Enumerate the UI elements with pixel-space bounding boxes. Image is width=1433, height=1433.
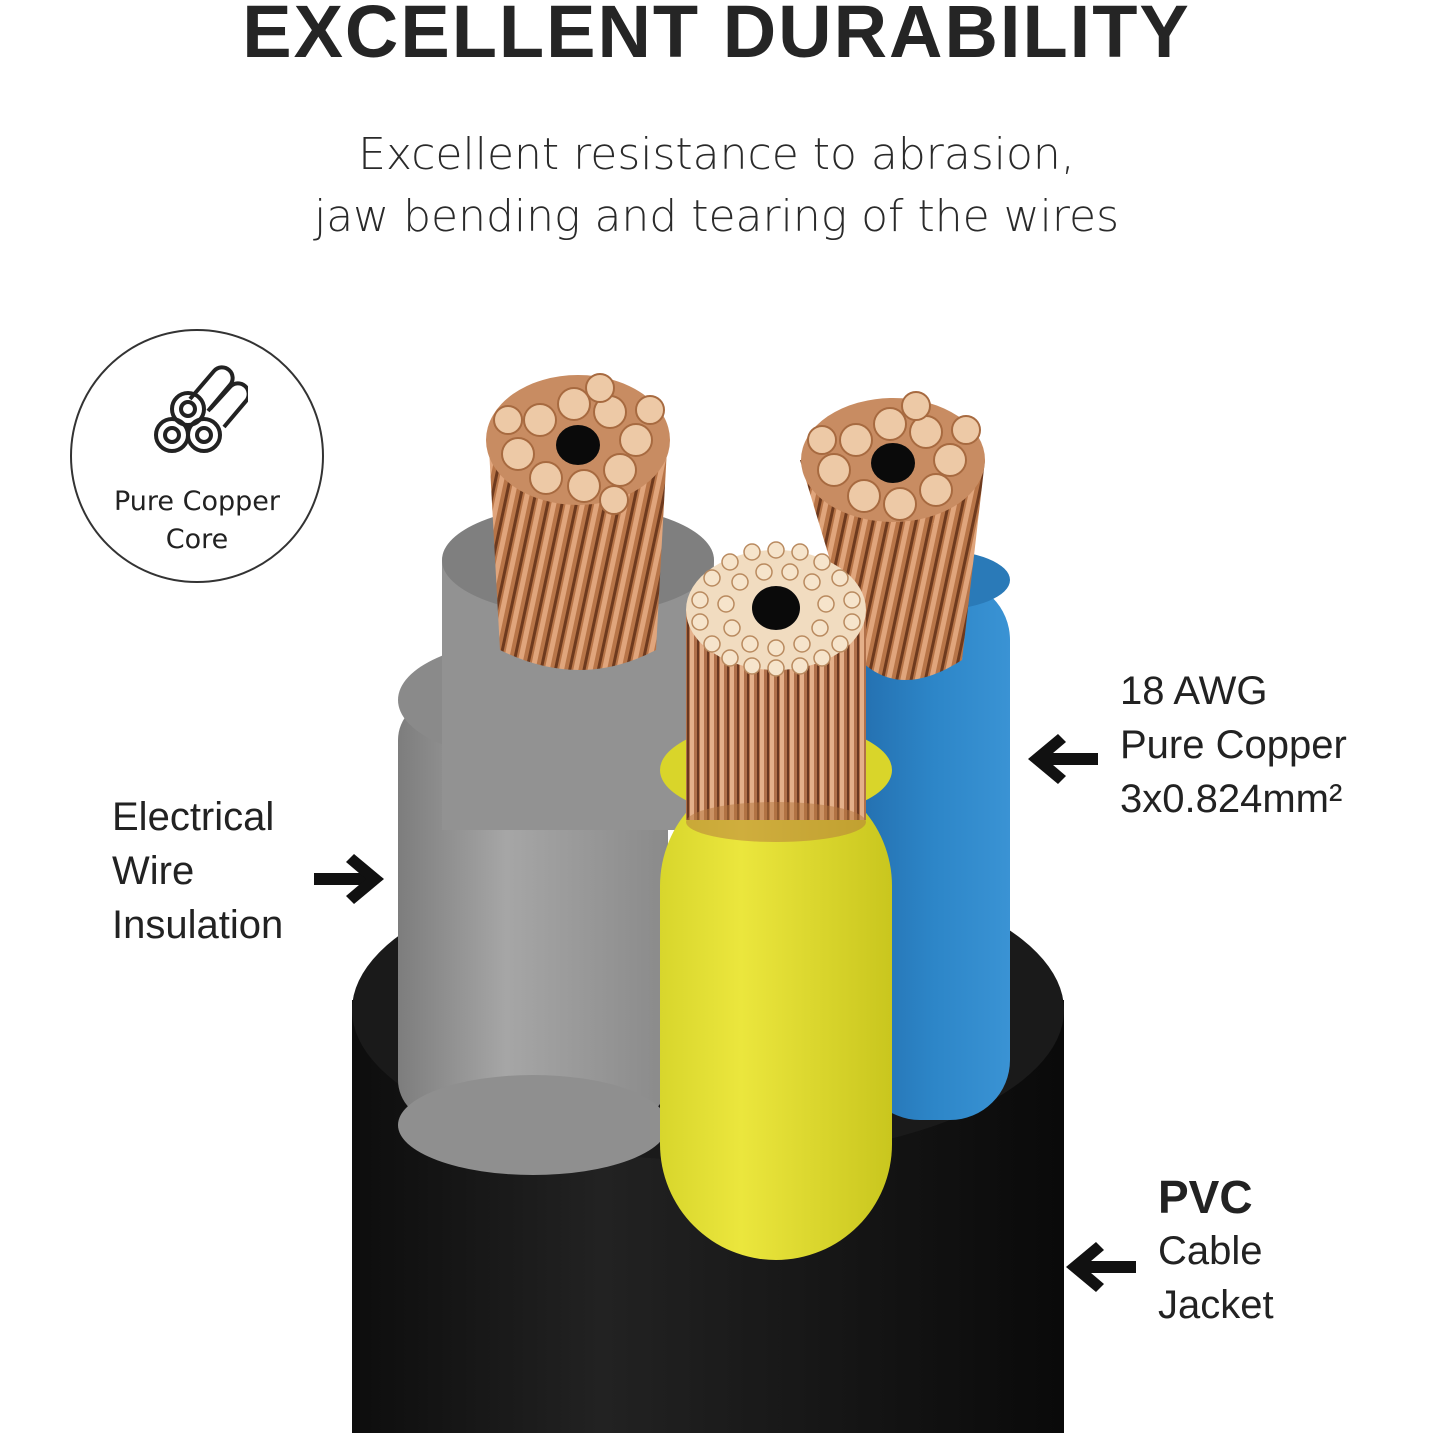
badge-label-line-1: Pure Copper: [114, 486, 280, 517]
insulation-callout-line-2: Wire: [112, 849, 195, 893]
arrow-left-icon: [1028, 734, 1098, 784]
conductor-callout-line-1: 18 AWG: [1120, 669, 1268, 713]
conductor-callout-line-3: 3x0.824mm²: [1120, 777, 1343, 821]
page-title: EXCELLENT DURABILITY: [242, 0, 1191, 73]
subtitle: Excellent resistance to abrasion, jaw be…: [0, 124, 1433, 248]
jacket-callout-line-2: Cable: [1158, 1229, 1263, 1273]
conductor-callout-line-2: Pure Copper: [1120, 723, 1347, 767]
subtitle-line-2: jaw bending and tearing of the wires: [313, 191, 1120, 242]
conductor-callout: 18 AWG Pure Copper 3x0.824mm²: [1120, 664, 1347, 826]
yellow-insulated-wire: [660, 541, 892, 1260]
badge-label-line-2: Core: [165, 524, 229, 555]
arrow-left-icon: [1066, 1242, 1136, 1292]
badge-label: Pure Copper Core: [72, 483, 322, 559]
copper-rods-icon: [154, 365, 248, 453]
jacket-callout-line-3: Jacket: [1158, 1283, 1274, 1327]
subtitle-line-1: Excellent resistance to abrasion,: [358, 129, 1075, 180]
gray-insulated-wire: [398, 373, 714, 1175]
insulation-callout: Electrical Wire Insulation: [112, 790, 283, 952]
insulation-callout-line-1: Electrical: [112, 795, 275, 839]
jacket-callout-line-1: PVC: [1158, 1171, 1253, 1223]
blue-insulated-wire: [800, 391, 1010, 1120]
arrow-right-icon: [314, 854, 384, 904]
insulation-callout-line-3: Insulation: [112, 903, 284, 947]
pure-copper-core-badge: Pure Copper Core: [70, 329, 324, 583]
jacket-callout: PVC Cable Jacket: [1158, 1170, 1274, 1332]
